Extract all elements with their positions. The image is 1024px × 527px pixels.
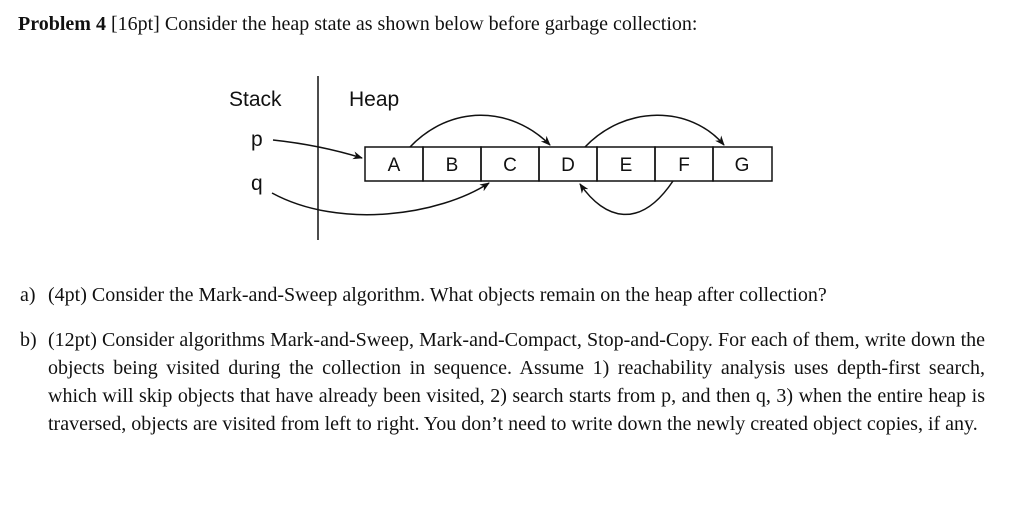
question-a-text: (4pt) Consider the Mark-and-Sweep algori…: [48, 284, 827, 306]
heap-cell-b-label: B: [446, 155, 459, 176]
heap-cell-c-label: C: [503, 155, 517, 176]
stack-label: Stack: [229, 88, 282, 111]
heap-cell-d-label: D: [561, 155, 575, 176]
root-q: q: [251, 172, 263, 195]
arrow-p-to-a: [272, 139, 363, 160]
arrow-f-to-d: [579, 180, 674, 216]
reference-arrows: [271, 114, 725, 216]
heap-cell-g-label: G: [735, 155, 750, 176]
heap-cell-g: [712, 146, 773, 182]
question-b-text: (12pt) Consider algorithms Mark-and-Swee…: [48, 329, 985, 435]
root-p: p: [251, 128, 263, 151]
heap-cells: A B C D E F G: [364, 146, 773, 182]
problem-header: Problem 4 [16pt] Consider the heap state…: [18, 10, 697, 38]
question-b-label: b): [20, 329, 37, 351]
problem-points: [16pt]: [110, 13, 160, 35]
question-a: a) (4pt) Consider the Mark-and-Sweep alg…: [20, 281, 985, 309]
heap-cell-e-label: E: [620, 155, 633, 176]
arrow-b-to-d: [409, 114, 551, 148]
problem-number: Problem 4: [18, 13, 106, 35]
question-a-label: a): [20, 284, 36, 306]
heap-cell-a-label: A: [388, 155, 401, 176]
problem-prompt: Consider the heap state as shown below b…: [164, 13, 698, 35]
arrow-d-to-g: [584, 114, 725, 148]
heap-label: Heap: [349, 88, 399, 111]
question-b: b) (12pt) Consider algorithms Mark-and-S…: [20, 326, 985, 438]
arrow-q-to-c: [271, 182, 490, 216]
heap-cell-f-label: F: [678, 155, 690, 176]
